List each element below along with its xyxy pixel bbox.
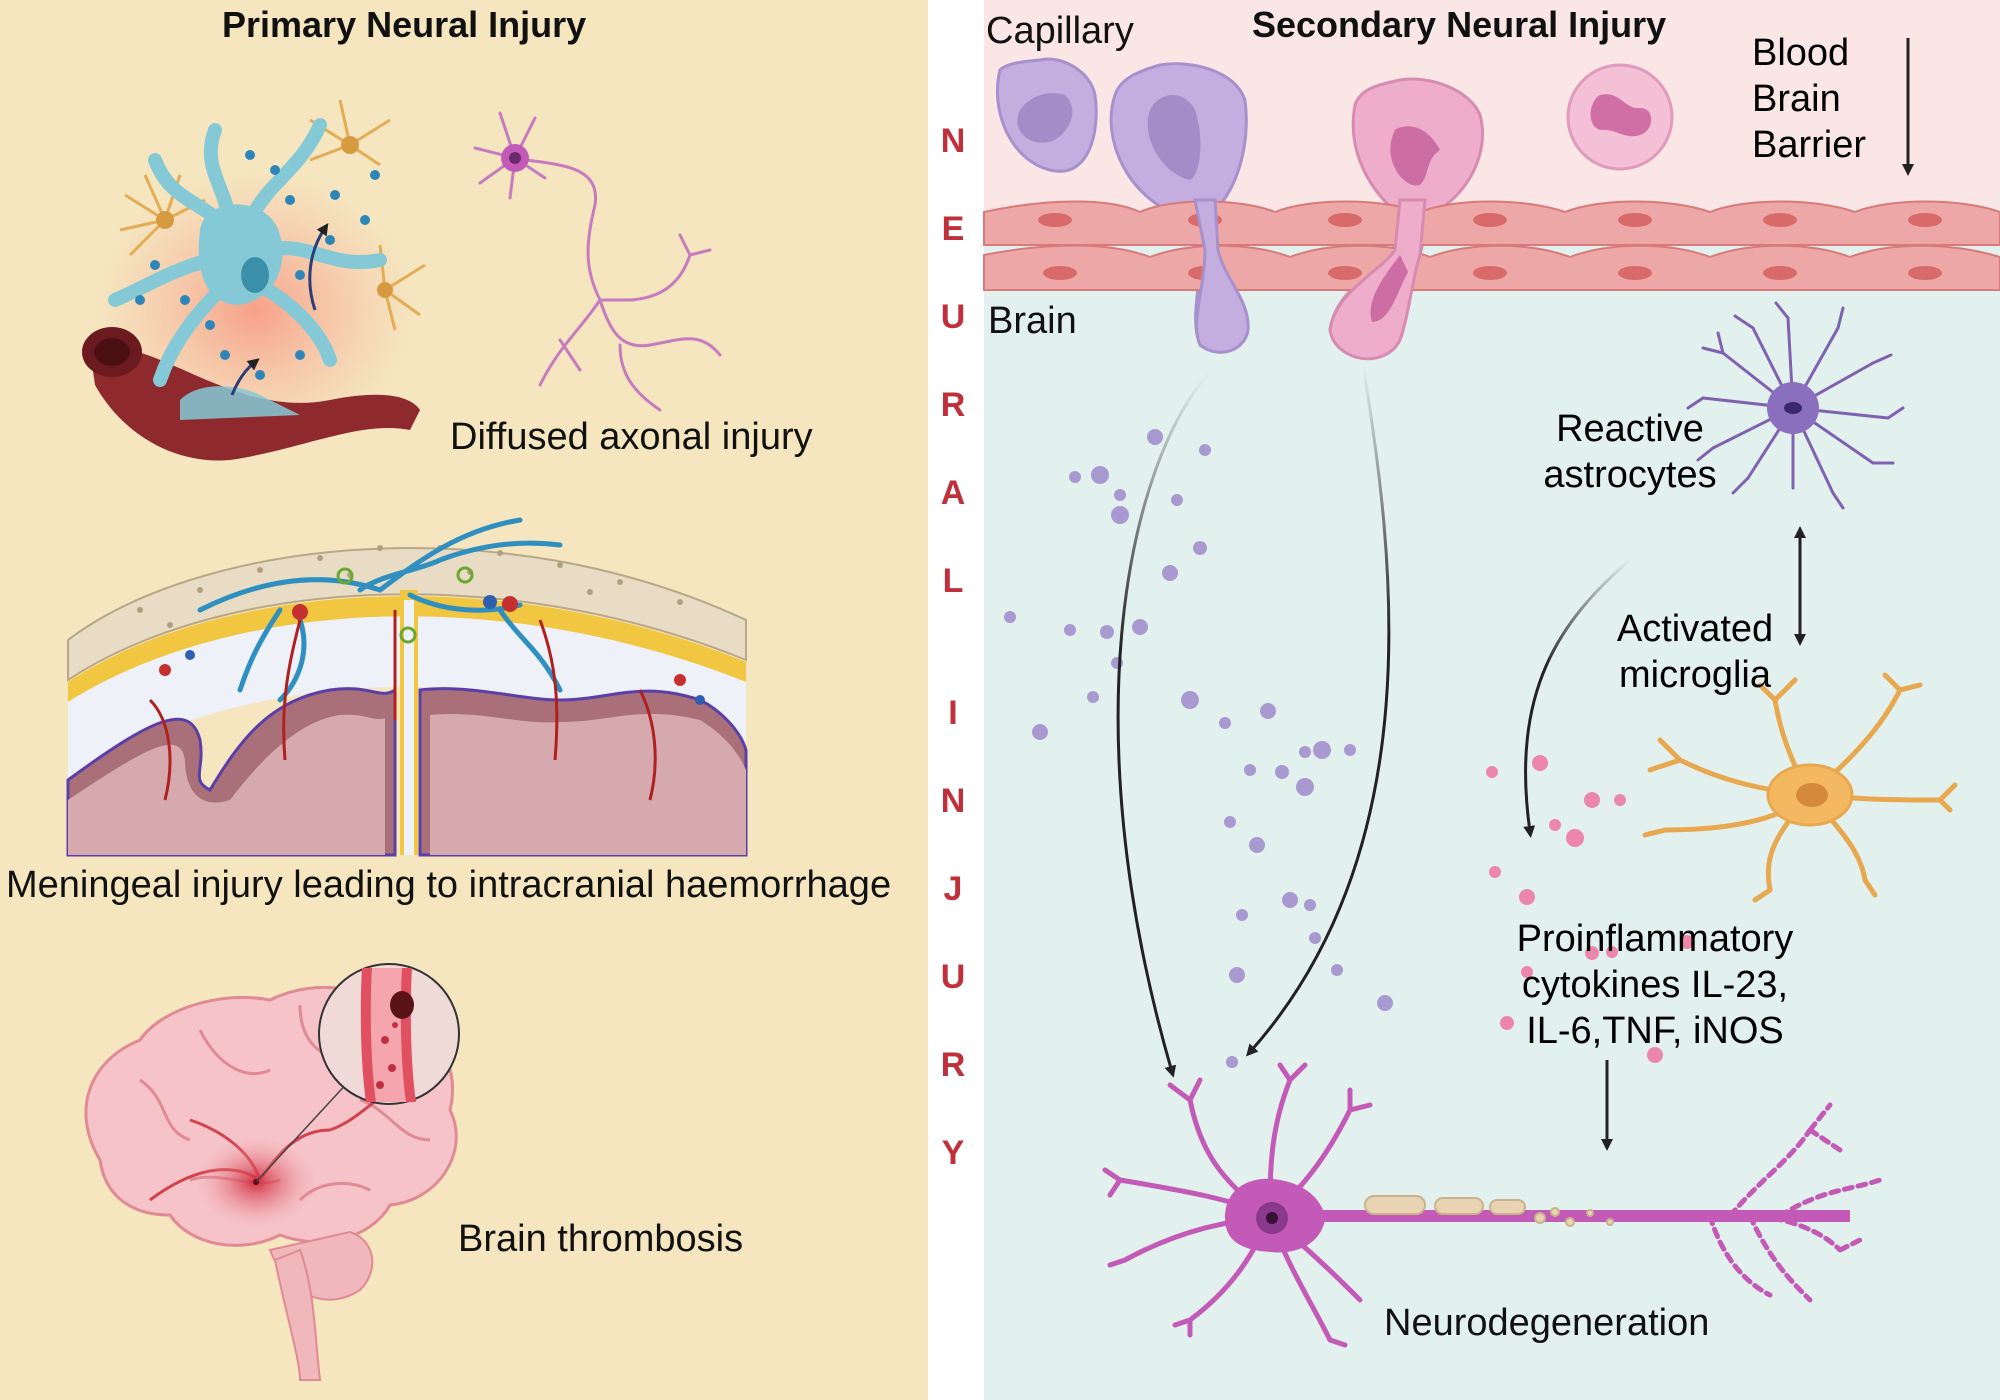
- reactive-astrocyte: [1686, 301, 1905, 510]
- letter-i: I: [948, 694, 958, 732]
- primary-injury-title: Primary Neural Injury: [222, 4, 587, 45]
- secondary-injury-title: Secondary Neural Injury: [1252, 4, 1667, 45]
- letter-u1: U: [940, 298, 966, 336]
- axonal-injury-caption: Diffused axonal injury: [450, 416, 813, 458]
- proinflammatory-cytokines-label: Proinflammatory cytokines IL-23, IL-6,TN…: [1516, 918, 1794, 1052]
- letter-a: A: [940, 474, 966, 512]
- pink-cell-arrow: [1246, 364, 1391, 1057]
- bbb-label: Blood Brain Barrier: [1752, 32, 1867, 166]
- letter-u2: U: [940, 958, 966, 996]
- purple-cell-arrow: [1116, 370, 1212, 1078]
- degenerating-neuron: [1102, 1062, 1883, 1348]
- letter-j: J: [943, 870, 963, 908]
- brain-thrombosis-illustration: [84, 963, 460, 1381]
- letter-n2: N: [940, 782, 966, 820]
- meningeal-injury-illustration: [66, 517, 748, 857]
- letter-r1: R: [940, 386, 966, 424]
- reactive-astrocytes-label: Reactive astrocytes: [1543, 408, 1717, 496]
- astrocyte-arrow: [1523, 556, 1633, 838]
- capillary-label: Capillary: [986, 10, 1134, 52]
- brain-thrombosis-caption: Brain thrombosis: [458, 1218, 744, 1260]
- meningeal-injury-caption: Meningeal injury leading to intracranial…: [6, 864, 892, 906]
- neurodegeneration-label: Neurodegeneration: [1384, 1302, 1710, 1344]
- letter-n1: N: [940, 122, 966, 160]
- letter-r2: R: [940, 1046, 966, 1084]
- activated-microglia-label: Activated microglia: [1616, 608, 1774, 696]
- axonal-injury-illustration: [82, 99, 722, 461]
- letter-y: Y: [941, 1134, 965, 1172]
- purple-cytokine-particles: [1004, 429, 1393, 1068]
- brain-label: Brain: [988, 300, 1077, 342]
- pink-cytokine-particles: [1486, 755, 1694, 1063]
- letter-l: L: [942, 562, 964, 600]
- bbb-endothelium: [983, 198, 2000, 361]
- letter-e: E: [941, 210, 965, 248]
